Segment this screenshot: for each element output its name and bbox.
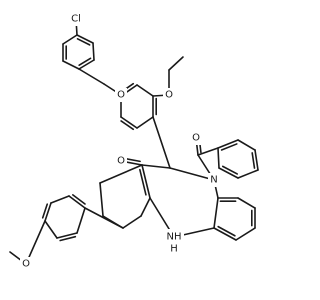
bond-m5-m6-double — [59, 235, 77, 242]
bond-b3-b4 — [254, 149, 259, 171]
svg-text:O: O — [117, 90, 125, 101]
svg-text:N: N — [210, 175, 217, 186]
bond-f2-f3 — [237, 197, 256, 209]
structure-svg: Cl O O O N O NH H O — [9, 12, 259, 271]
bond-m4-m5 — [44, 220, 58, 239]
bond-c1-c2 — [76, 34, 94, 44]
bond-k4-m1 — [84, 207, 124, 229]
bond-m2-m3 — [50, 195, 70, 204]
svg-text:O: O — [117, 156, 125, 167]
bond-b6-b1 — [217, 147, 220, 169]
atom-o-benzyl-ether: O — [115, 88, 127, 102]
svg-text:O: O — [165, 90, 173, 101]
bond-f5-f6 — [213, 227, 237, 241]
bond-a1-a2 — [120, 116, 138, 129]
bond-c3-c4 — [78, 59, 95, 70]
bond-c4-c5 — [62, 60, 80, 70]
bond-f5-f6-double — [217, 225, 236, 237]
svg-text:H: H — [170, 244, 178, 255]
bond-k1-k2-double — [139, 168, 147, 196]
bond-f4-f5 — [235, 227, 256, 241]
bond-a3-c11 — [152, 116, 171, 169]
bond-c4-ch2 — [78, 68, 105, 85]
bond-k1-k2 — [141, 164, 151, 199]
bond-c2-c3 — [92, 42, 95, 61]
bond-c3-c4-double — [78, 57, 92, 66]
svg-text:O: O — [192, 133, 200, 144]
bond-b5-b6-double — [221, 165, 239, 175]
bond-b5-b6 — [218, 167, 239, 179]
svg-text:NH: NH — [167, 232, 182, 243]
bond-m1-m2 — [68, 195, 86, 209]
bond-k2-k3 — [140, 197, 151, 217]
bond-m3-m4 — [44, 202, 52, 222]
svg-text:Cl: Cl — [71, 14, 81, 25]
molecule-diagram: Cl O O O N O NH H O — [9, 12, 259, 271]
bond-m3-m4-double — [41, 203, 49, 219]
bond-b4-b5 — [237, 169, 259, 179]
atom-o-benzoyl: O — [190, 131, 202, 145]
bond-b2-b3 — [237, 139, 256, 151]
atom-o-methoxy: O — [20, 257, 32, 271]
bond-k5-k6 — [99, 182, 104, 217]
bond-b3-b4-double — [251, 152, 256, 169]
bond-b1-b2-double — [220, 143, 238, 151]
bond-et1-et2 — [168, 56, 184, 71]
atom-o-ketone: O — [115, 154, 127, 168]
bond-c6-c1 — [62, 34, 78, 45]
bond-k3-k4 — [122, 215, 142, 229]
atom-o-ethoxy: O — [163, 88, 175, 102]
bond-c1-c2-double — [76, 38, 91, 46]
bond-f1-f6 — [213, 197, 219, 229]
bond-c11-k1 — [141, 164, 171, 169]
bond-m4-oM — [25, 220, 46, 265]
bond-k6-k1 — [99, 164, 143, 184]
bond-c11-n10 — [169, 167, 215, 181]
bond-b1-b2 — [217, 139, 239, 149]
bond-cb1-b1 — [197, 147, 219, 156]
atom-cl: Cl — [66, 12, 86, 26]
bond-m5-m6 — [56, 232, 78, 239]
svg-text:O: O — [22, 259, 30, 270]
bond-a2-a3 — [136, 116, 154, 129]
atom-nh: NH H — [164, 229, 184, 255]
bond-a1-a2-double — [120, 120, 135, 131]
atom-n-amide: N — [208, 173, 220, 187]
bond-m1-m2-double — [72, 194, 86, 205]
bond-m6-m1 — [76, 207, 86, 234]
bond-a4-a5 — [136, 84, 154, 97]
